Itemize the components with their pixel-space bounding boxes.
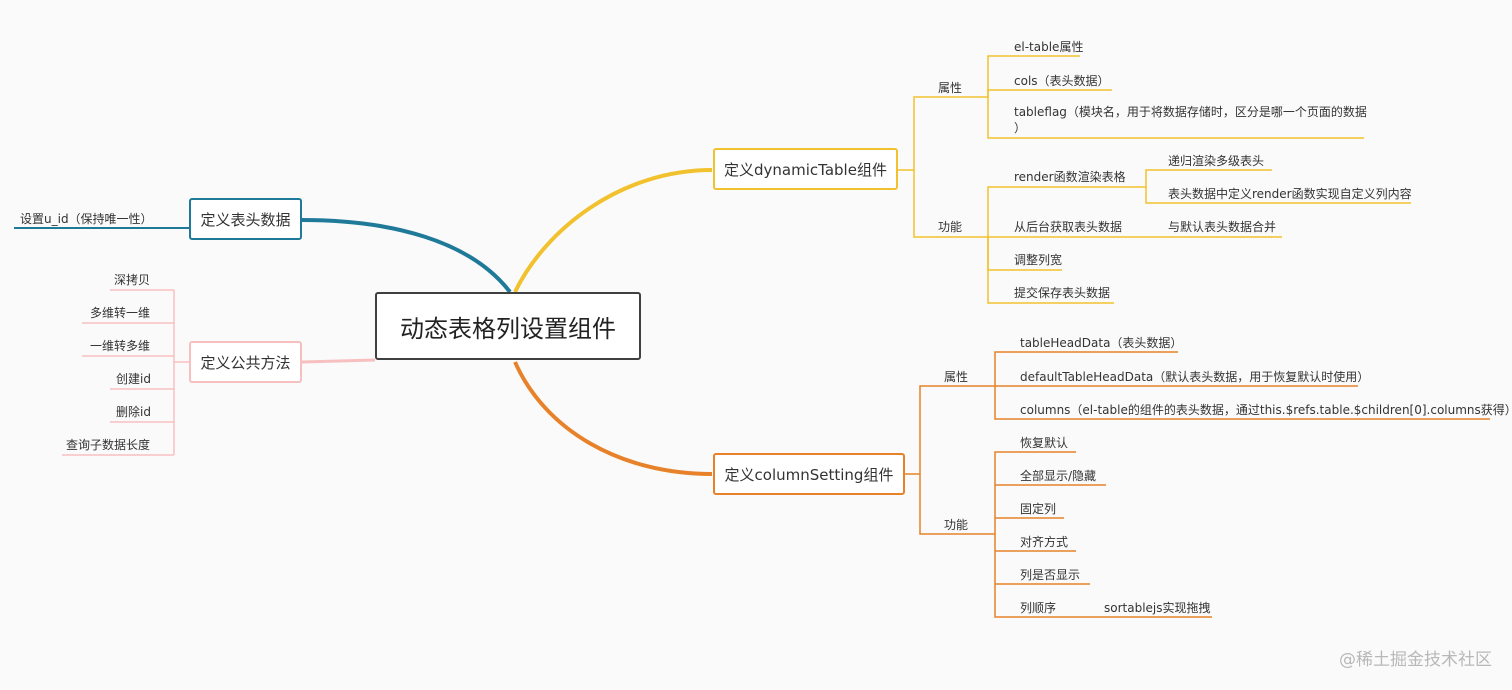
dynamic-func-label: 功能 <box>938 220 963 234</box>
branch-common-methods-label: 定义公共方法 <box>200 353 291 372</box>
column-attr-item: defaultTableHeadData（默认表头数据，用于恢复默认时使用） <box>1020 370 1370 384</box>
dynamic-func-item: 从后台获取表头数据 <box>1014 220 1123 234</box>
column-func-item: 列是否显示 <box>1020 568 1081 582</box>
render-child-item: 递归渲染多级表头 <box>1168 154 1265 168</box>
root-node[interactable]: 动态表格列设置组件 <box>375 292 641 360</box>
watermark: @稀土掘金技术社区 <box>1339 650 1492 670</box>
column-func-item: 对齐方式 <box>1020 535 1069 549</box>
column-attr-item: tableHeadData（表头数据） <box>1020 336 1183 350</box>
method-item: 删除id <box>116 405 151 419</box>
column-attr-item: columns（el-table的组件的表头数据，通过this.$refs.ta… <box>1020 403 1512 417</box>
fetch-child-item: 与默认表头数据合并 <box>1168 220 1277 234</box>
dynamic-attr-label: 属性 <box>938 81 963 95</box>
root-label: 动态表格列设置组件 <box>400 314 616 343</box>
branch-dynamic-table[interactable]: 定义dynamicTable组件 <box>713 148 898 190</box>
column-func-item: 固定列 <box>1020 502 1057 516</box>
branch-column-setting[interactable]: 定义columnSetting组件 <box>713 453 905 495</box>
dynamic-attr-item: el-table属性 <box>1014 40 1084 54</box>
render-child-item: 表头数据中定义render函数实现自定义列内容 <box>1168 187 1412 201</box>
branch-header-data-label: 定义表头数据 <box>200 210 291 229</box>
method-item: 多维转一维 <box>90 306 151 320</box>
method-item: 创建id <box>116 372 151 386</box>
branch-dynamic-table-label: 定义dynamicTable组件 <box>724 160 887 179</box>
dynamic-attr-item: cols（表头数据） <box>1014 74 1110 88</box>
dynamic-func-item: 提交保存表头数据 <box>1014 286 1111 300</box>
column-func-item: 列顺序 <box>1020 601 1057 615</box>
dynamic-func-item: render函数渲染表格 <box>1014 170 1126 184</box>
column-attr-label: 属性 <box>944 370 969 384</box>
method-item: 查询子数据长度 <box>66 438 151 452</box>
method-item: 深拷贝 <box>114 273 151 287</box>
branch-column-setting-label: 定义columnSetting组件 <box>724 465 894 484</box>
dynamic-func-item: 调整列宽 <box>1014 253 1063 267</box>
branch-common-methods[interactable]: 定义公共方法 <box>189 341 302 383</box>
column-func-item: 恢复默认 <box>1020 436 1069 450</box>
dynamic-attr-item-cont: ） <box>1014 121 1027 135</box>
method-item: 一维转多维 <box>90 339 151 353</box>
header-child-item: 设置u_id（保持唯一性） <box>20 212 153 226</box>
branch-header-data[interactable]: 定义表头数据 <box>189 198 302 240</box>
column-func-item: 全部显示/隐藏 <box>1020 469 1097 483</box>
column-func-label: 功能 <box>944 518 969 532</box>
dynamic-attr-item: tableflag（模块名，用于将数据存储时，区分是哪一个页面的数据 <box>1014 105 1367 119</box>
order-child-item: sortablejs实现拖拽 <box>1104 601 1211 615</box>
